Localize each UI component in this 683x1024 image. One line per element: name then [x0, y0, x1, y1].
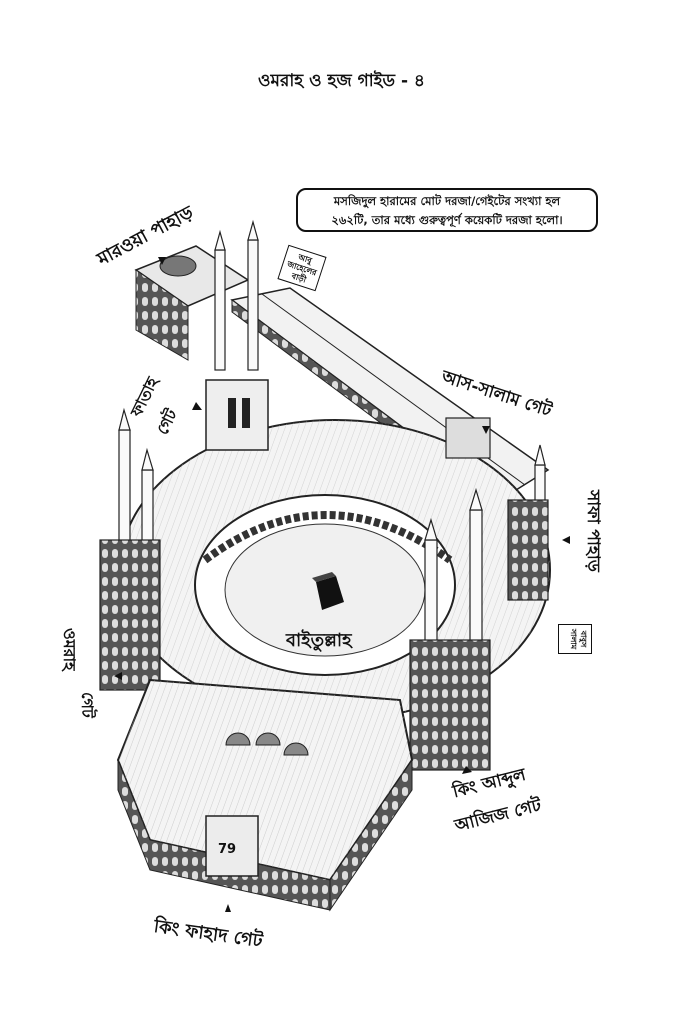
label-safa-hill: সাফা পাহাড়: [583, 490, 603, 572]
note-line-1: মসজিদুল হারামের মোট দরজা/গেইটের সংখ্যা হ…: [333, 194, 561, 208]
label-umrah: ওমরাহ: [60, 628, 79, 671]
gate-number: 79: [218, 842, 237, 857]
note-line-2: ২৬২টি, তার মধ্যে গুরুত্বপূর্ণ কয়েকটি দর…: [331, 213, 563, 227]
sign-line: সালাম: [569, 628, 578, 650]
label-baitullah: বাইতুল্লাহ: [286, 630, 352, 651]
page-title: ওমরাহ ও হজ গাইড - ৪: [258, 71, 425, 91]
label-umrah-gate: গেট: [78, 692, 97, 718]
gate-count-note: মসজিদুল হারামের মোট দরজা/গেইটের সংখ্যা হ…: [296, 188, 598, 232]
bab-us-salam-sign: বাবুস সালাম: [558, 624, 592, 654]
sign-line: বাবুস: [579, 630, 588, 648]
